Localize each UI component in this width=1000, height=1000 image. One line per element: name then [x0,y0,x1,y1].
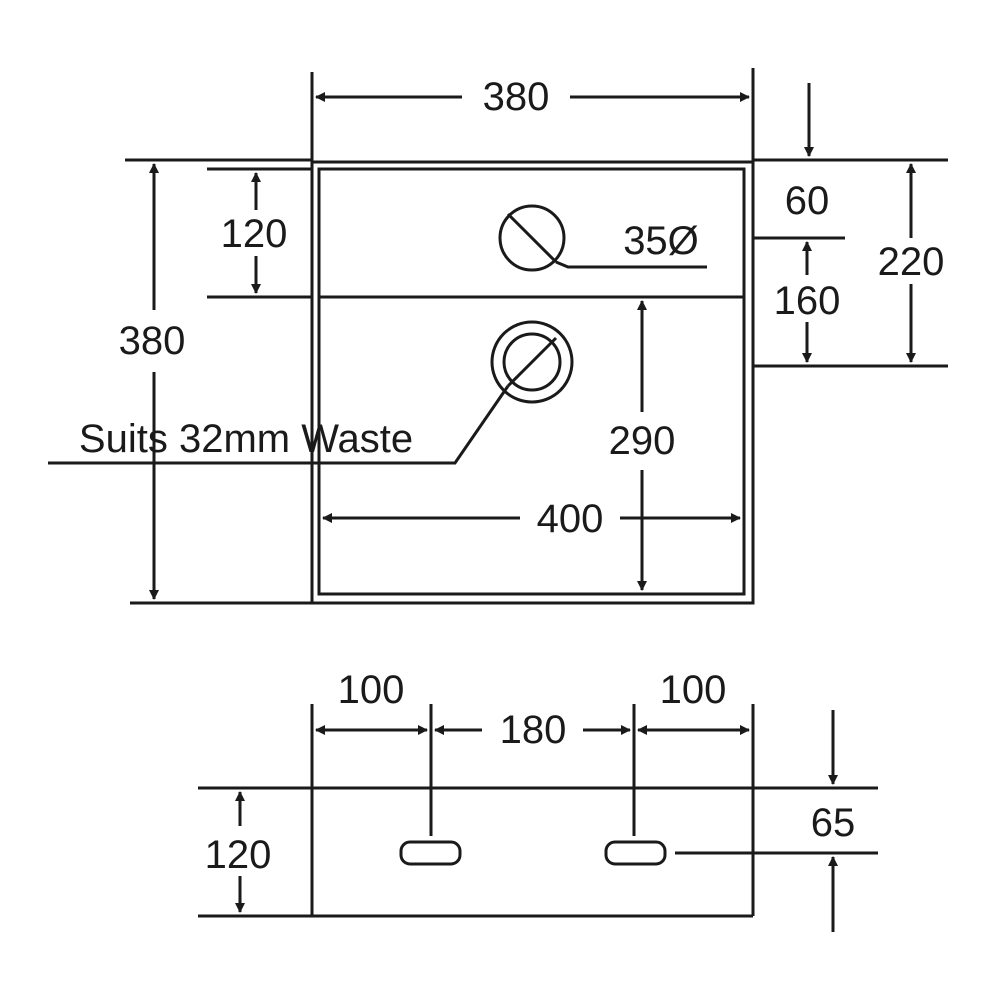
tap-hole-circle [498,204,566,272]
dim-side-height-label: 120 [205,833,272,877]
dim-right-offset-label: 60 [785,179,830,223]
bracket-slot-right [604,840,667,866]
dim-right-total-label: 220 [878,240,945,284]
tap-hole-diameter-label: 35Ø [623,219,699,263]
dim-left-margin-label: 100 [338,668,405,712]
tap-hole [498,204,707,272]
dim-left-height-label: 380 [119,319,186,363]
top-view: 380 380 120 35Ø Suits 32mm Waste 290 400… [48,68,948,605]
waste-diagonal [506,336,558,388]
dim-bracket-spacing-label: 180 [500,708,567,752]
basin-outer-outline [310,160,755,605]
dim-inner-width-label: 400 [537,497,604,541]
dim-right-margin-label: 100 [660,668,727,712]
tap-hole-leader [555,260,707,269]
waste-inner-circle [502,332,562,392]
bracket-slot-left [399,840,462,866]
waste-leader [48,385,510,465]
dim-right-lower-label: 160 [774,279,841,323]
side-view: 100 180 100 120 65 [198,668,878,932]
dim-top-width-label: 380 [483,75,550,119]
tap-hole-diagonal [506,212,558,264]
dim-bracket-height-label: 65 [811,801,856,845]
basin-inner-outline [317,167,746,596]
dim-upper-section-label: 120 [221,212,288,256]
dim-bowl-depth-label: 290 [609,419,676,463]
waste-outer-circle [490,320,574,404]
waste-label: Suits 32mm Waste [79,417,413,461]
waste-outlet [48,320,574,465]
